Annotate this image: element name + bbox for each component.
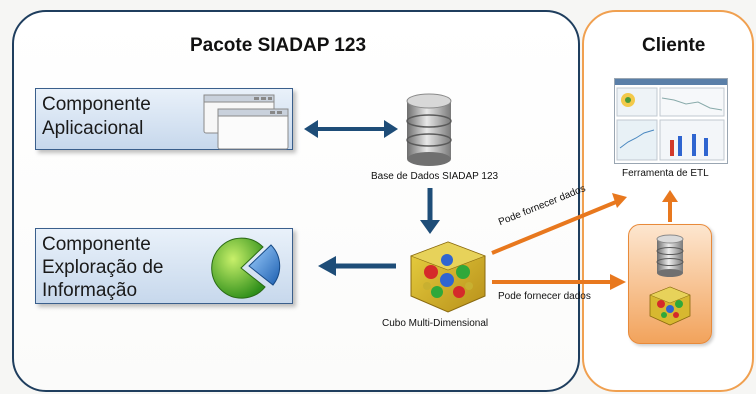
component-app-line2: Aplicacional xyxy=(42,118,144,139)
etl-caption: Ferramenta de ETL xyxy=(622,168,709,179)
component-exploration-line3: Informação xyxy=(42,280,138,301)
etl-dashboard-icon xyxy=(614,78,728,164)
cube-icon xyxy=(410,241,486,313)
database-caption: Base de Dados SIADAP 123 xyxy=(371,171,499,182)
arrow-label-to-client: Pode fornecer dados xyxy=(498,291,591,302)
package-title: Pacote SIADAP 123 xyxy=(190,35,367,56)
client-title: Cliente xyxy=(642,35,706,56)
database-icon xyxy=(406,93,452,166)
cube-caption: Cubo Multi-Dimensional xyxy=(382,318,489,329)
client-database-icon xyxy=(656,234,684,277)
window-icon xyxy=(203,94,289,150)
package-panel xyxy=(12,10,580,392)
component-exploration-line1: Componente xyxy=(42,234,151,255)
component-exploration-line2: Exploração de xyxy=(42,257,164,278)
component-app-line1: Componente xyxy=(42,94,151,115)
client-cube-icon xyxy=(649,286,691,326)
pie-chart-icon xyxy=(211,237,281,299)
